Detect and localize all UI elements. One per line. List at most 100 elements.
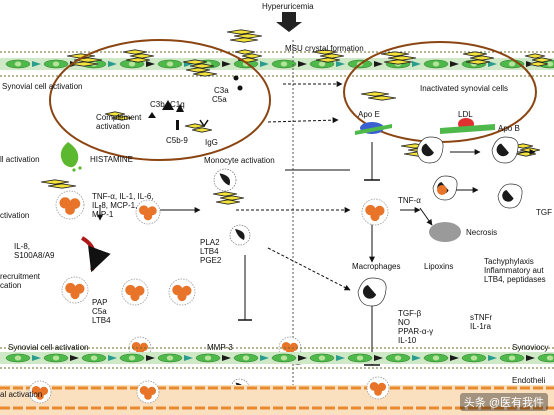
msu-crystal-icon <box>531 57 553 63</box>
nucleus-icon <box>166 61 174 67</box>
msu-crystal-icon <box>122 49 148 55</box>
recruitment-arrow-icon <box>80 236 111 273</box>
label-mmp3: MMP-3 <box>207 343 233 352</box>
nucleus-icon <box>546 355 554 361</box>
label-apo-e: Apo E <box>358 110 380 119</box>
msu-crystal-icon <box>241 53 263 59</box>
fibroblast-icon <box>488 61 497 67</box>
nucleus-lobe-icon <box>143 212 153 221</box>
msu-crystal-icon <box>387 55 417 61</box>
label-complement-activation: Complement activation <box>96 113 142 131</box>
label-c3b: C3b <box>150 100 165 109</box>
apo-e-icon <box>355 122 392 135</box>
nucleus-icon <box>318 355 326 361</box>
fibroblast-icon <box>222 61 231 67</box>
msu-crystal-icon <box>515 151 537 157</box>
label-hyperuricemia: Hyperuricemia <box>262 2 314 11</box>
label-tnf-alpha: TNF-α <box>398 196 421 205</box>
msu-crystal-icon <box>465 59 491 65</box>
label-tgf-right: TGF <box>536 208 552 217</box>
label-cytokines: TNF-α, IL-1, IL-6, IL-8, MCP-1, MIP-1 <box>92 192 154 219</box>
nucleus-icon <box>52 355 60 361</box>
msu-crystal-icon <box>104 111 126 117</box>
label-activation-left: ctivation <box>0 211 30 220</box>
fibroblast-icon <box>260 355 269 361</box>
nucleus-icon <box>14 61 22 67</box>
macrophage-cells <box>357 136 523 307</box>
label-histamine: HISTAMINE <box>90 155 133 164</box>
fibroblast-icon <box>222 355 231 361</box>
macrophage-nucleus-icon <box>421 143 434 157</box>
fibroblast-icon <box>374 355 383 361</box>
msu-crystal-icon <box>527 61 549 67</box>
msu-crystal-icon <box>229 37 259 43</box>
necrosis-cell-icon <box>429 222 461 242</box>
nucleus-icon <box>128 61 136 67</box>
fibroblast-icon <box>488 355 497 361</box>
label-ldl: LDL <box>458 110 473 119</box>
fibroblast-icon <box>260 61 269 67</box>
msu-crystal-icon <box>360 91 390 97</box>
label-necrosis: Necrosis <box>466 228 498 237</box>
label-endotheli: Endotheli <box>512 376 546 385</box>
fibroblast-icon <box>336 61 345 67</box>
msu-crystal-icon <box>69 61 99 67</box>
fibroblast-icon <box>336 355 345 361</box>
fibroblast-icon <box>108 61 117 67</box>
msu-crystal-icon <box>215 199 241 205</box>
histamine-icon <box>60 142 82 172</box>
nucleus-icon <box>280 61 288 67</box>
fibroblast-icon <box>374 61 383 67</box>
label-c5a-top: C5a <box>212 95 227 104</box>
fibroblast-icon <box>32 355 41 361</box>
nucleus-icon <box>470 355 478 361</box>
label-tachyphylaxis: Tachyphylaxis Inflammatory aut LTB4, pep… <box>484 257 546 284</box>
msu-crystal-icon <box>380 51 410 57</box>
label-macrophages: Macrophages <box>352 262 401 271</box>
fibroblast-icon <box>526 355 535 361</box>
engulfed-neutrophil-icon <box>437 185 447 195</box>
label-pla2-group: PLA2 LTB4 PGE2 <box>200 238 222 265</box>
nucleus-icon <box>128 355 136 361</box>
label-endothelial-activation: al activation <box>0 390 43 399</box>
nucleus-icon <box>356 355 364 361</box>
nucleus-icon <box>166 355 174 361</box>
hyperuricemia-arrow <box>276 12 302 32</box>
msu-crystal-icon <box>111 115 133 121</box>
msu-crystal-icon <box>383 59 413 65</box>
fibroblast-icon <box>184 355 193 361</box>
msu-crystal-icon <box>226 29 256 35</box>
fibroblast-icon <box>70 355 79 361</box>
fibroblast-icon <box>412 355 421 361</box>
arrows <box>97 81 536 366</box>
msu-crystal-icon <box>319 53 345 59</box>
label-tgf-group: TGF-β NO PPAR-α-γ IL-10 <box>398 309 434 345</box>
nucleus-lobe-icon <box>370 212 380 222</box>
nucleus-lobe-icon <box>374 388 382 396</box>
nucleus-icon <box>546 61 554 67</box>
msu-crystal-icon <box>212 191 238 197</box>
label-recruitment: recruitment cation <box>0 272 41 290</box>
msu-crystal-icon <box>524 53 546 59</box>
label-monocyte-activation: Monocyte activation <box>204 156 275 165</box>
fibroblast-icon <box>412 61 421 67</box>
label-igg: IgG <box>205 138 218 147</box>
synovial-membrane-bottom <box>0 347 554 369</box>
fibroblast-icon <box>108 355 117 361</box>
nucleus-lobe-icon <box>130 292 140 302</box>
nucleus-icon <box>508 355 516 361</box>
nucleus-icon <box>90 355 98 361</box>
complement-oval <box>49 39 271 161</box>
fibroblast-icon <box>298 355 307 361</box>
msu-crystal-icon <box>233 33 263 39</box>
nucleus-lobe-icon <box>177 292 187 302</box>
nucleus-icon <box>318 61 326 67</box>
msu-crystal-icon <box>191 127 213 133</box>
label-synovial-cell-activation-bottom: Synovial cell activation <box>8 343 89 352</box>
msu-crystal-icon <box>192 71 218 77</box>
macrophage-nucleus-icon <box>362 285 377 299</box>
nucleus-lobe-icon <box>65 205 75 215</box>
label-stnfr-group: sTNFr IL-1ra <box>470 313 493 331</box>
msu-crystal-icon <box>47 183 77 189</box>
